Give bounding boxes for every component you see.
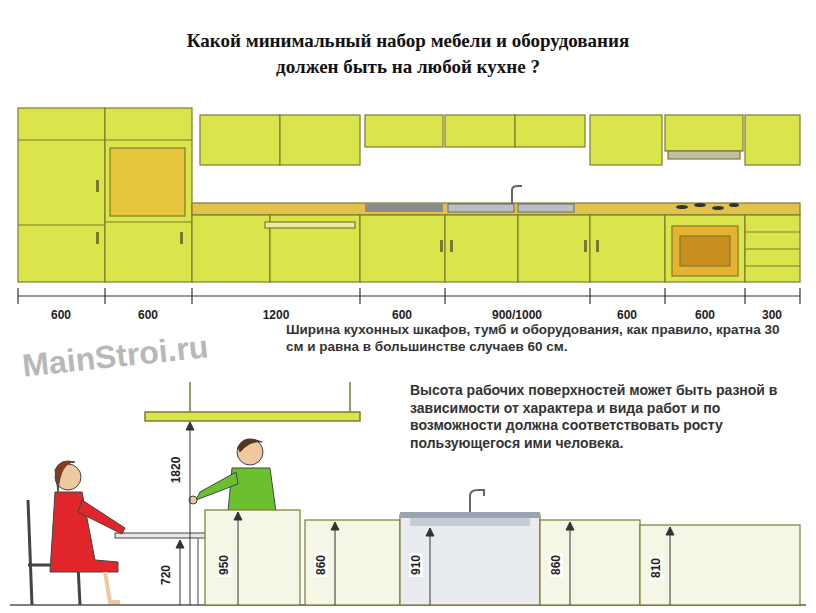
note-text: Ширина кухонных шкафов, тумб и оборудова… [286, 322, 800, 356]
width-dimension: 600 [617, 308, 637, 322]
watermark: MainStroi.ru [21, 328, 211, 384]
width-dimension: 600 [138, 308, 158, 322]
height-dimension: 1820 [169, 455, 183, 486]
width-dimension: 900/1000 [492, 308, 542, 322]
height-dimension: 860 [549, 553, 563, 577]
width-dimension: 600 [695, 308, 715, 322]
width-dimension: 1200 [263, 308, 290, 322]
height-dimension: 720 [159, 563, 173, 587]
width-dimension: 300 [762, 308, 782, 322]
height-dimension: 860 [314, 553, 328, 577]
note-text: Высота рабочих поверхностей может быть р… [410, 382, 802, 452]
height-dimension: 950 [217, 553, 231, 577]
page-title: Какой минимальный набор мебели и оборудо… [160, 28, 656, 79]
width-dimension: 600 [392, 308, 412, 322]
height-dimension: 910 [409, 553, 423, 577]
height-dimension: 810 [649, 556, 663, 580]
width-dimension: 600 [51, 308, 71, 322]
